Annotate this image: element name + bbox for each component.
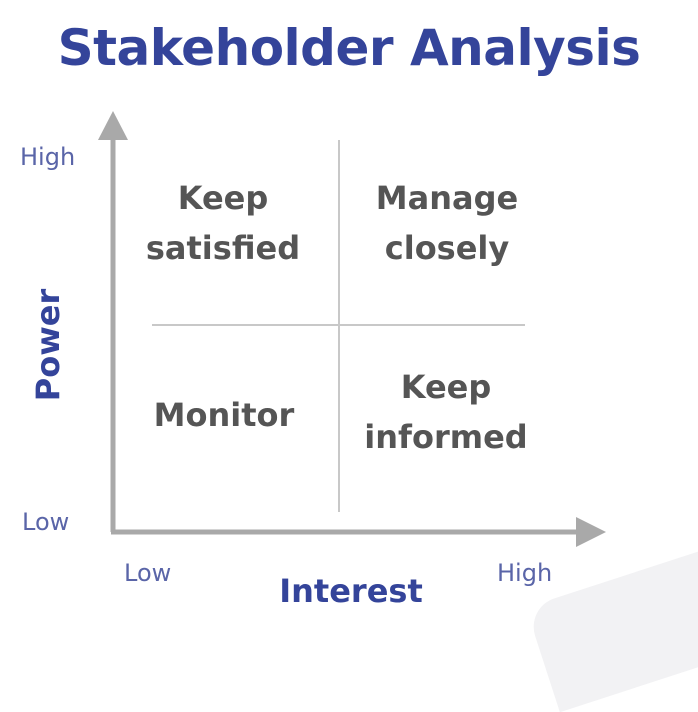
quadrant-top-right-line-2: closely: [384, 229, 510, 267]
y-axis-arrowhead: [98, 111, 128, 140]
x-tick-high: High: [497, 559, 553, 587]
quadrant-bottom-right: Keep informed: [341, 362, 551, 462]
quadrant-top-left-line-2: satisfied: [145, 229, 301, 267]
quadrant-bottom-left: Monitor: [119, 390, 329, 440]
quadrant-top-right-line-1: Manage: [375, 179, 519, 217]
quadrant-top-right: Manage closely: [342, 173, 552, 273]
page-title: Stakeholder Analysis: [57, 19, 641, 77]
x-tick-low: Low: [124, 559, 172, 587]
x-axis-arrowhead: [576, 517, 606, 547]
matrix-diagram: [98, 111, 606, 547]
quadrant-top-left: Keep satisfied: [118, 173, 328, 273]
y-axis-title: Power: [29, 288, 67, 402]
y-tick-low: Low: [22, 508, 70, 536]
quadrant-bottom-right-line-1: Keep: [400, 368, 492, 406]
quadrant-top-left-line-1: Keep: [177, 179, 269, 217]
x-axis-title: Interest: [279, 572, 423, 610]
quadrant-bottom-right-line-2: informed: [364, 418, 528, 456]
y-tick-high: High: [20, 143, 76, 171]
quadrant-bottom-left-line-1: Monitor: [153, 396, 295, 434]
